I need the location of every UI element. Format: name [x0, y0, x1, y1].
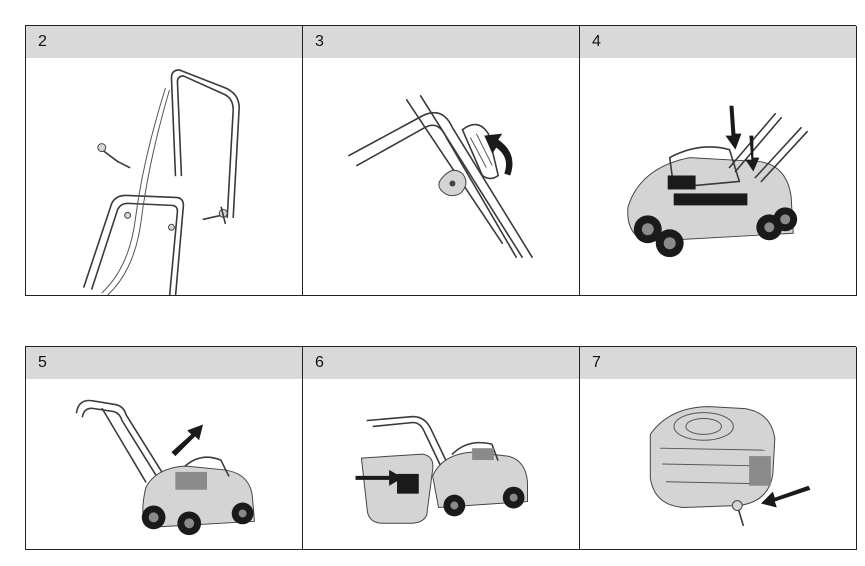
step-cell-6: 6	[303, 347, 580, 550]
mower-side-bars-icon	[627, 105, 808, 258]
step-cell-5: 5	[26, 347, 303, 550]
engine-oil-fill-illustration	[580, 379, 856, 549]
grass-bag-attach-illustration	[303, 379, 579, 549]
mower-lift-handle-illustration	[26, 379, 302, 549]
step-number: 2	[26, 26, 302, 58]
step-cell-2: 2	[26, 26, 303, 296]
mower-lift-handle-icon	[75, 399, 255, 536]
handle-knob-icon	[348, 95, 533, 258]
step-cell-3: 3	[303, 26, 580, 296]
step-cell-4: 4	[580, 26, 857, 296]
step-number: 6	[303, 347, 579, 379]
instruction-grid-top: 2	[25, 25, 857, 296]
step-cell-7: 7	[580, 347, 857, 550]
step-number: 4	[580, 26, 856, 58]
instruction-grid-bottom: 5 6	[25, 346, 857, 550]
step-number: 5	[26, 347, 302, 379]
step-number: 7	[580, 347, 856, 379]
mower-side-bars-illustration	[580, 58, 856, 295]
handle-assembly-icon	[83, 69, 240, 295]
grass-bag-icon	[355, 415, 528, 524]
engine-oil-icon	[649, 406, 811, 527]
handle-assembly-illustration	[26, 58, 302, 295]
step-number: 3	[303, 26, 579, 58]
handle-knob-tighten-illustration	[303, 58, 579, 295]
